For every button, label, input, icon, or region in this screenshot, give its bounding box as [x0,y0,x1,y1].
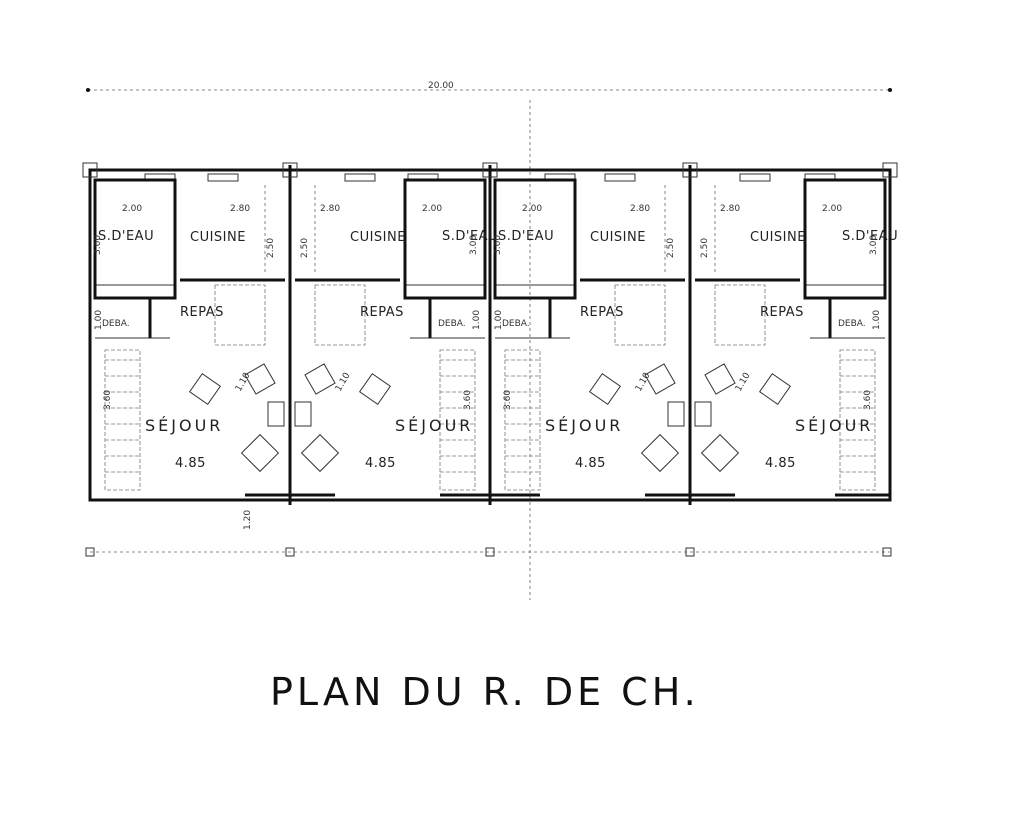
stair-dim: 3.60 [503,390,513,410]
cuisine-height: 2.50 [266,238,276,258]
sejour-label: SÉJOUR [545,416,623,435]
cuisine-width: 2.80 [720,204,740,214]
cuisine-height: 2.50 [666,238,676,258]
debarras-label: DEBA. [838,319,866,329]
debarras-dim: 1.00 [494,310,504,330]
sdeau-height: 3.00 [493,235,503,255]
cuisine-label: CUISINE [350,230,406,245]
debarras-dim: 1.00 [872,310,882,330]
stair-dim: 3.60 [863,390,873,410]
repas-label: REPAS [580,305,624,320]
sdeau-height: 3.00 [469,235,479,255]
sejour-label: SÉJOUR [395,416,473,435]
sdeau-width: 2.00 [422,204,442,214]
overall-width-label: 20.00 [428,81,454,91]
cuisine-height: 2.50 [300,238,310,258]
cuisine-width: 2.80 [320,204,340,214]
building-walls [82,162,898,505]
stair-dim: 3.60 [103,390,113,410]
repas-label: REPAS [760,305,804,320]
cuisine-width: 2.80 [230,204,250,214]
sdeau-width: 2.00 [122,204,142,214]
debarras-label: DEBA. [438,319,466,329]
sdeau-label: S.D'EAU [98,229,154,244]
cuisine-label: CUISINE [190,230,246,245]
sdeau-label: S.D'EAU [498,229,554,244]
sdeau-label: S.D'EAU [842,229,898,244]
debarras-label: DEBA. [502,319,530,329]
cuisine-height: 2.50 [700,238,710,258]
desk-dim: 1.10 [334,371,353,394]
cuisine-width: 2.80 [630,204,650,214]
repas-label: REPAS [360,305,404,320]
sejour-width: 4.85 [765,456,796,471]
plan-title: PLAN DU R. DE CH. [270,670,700,714]
overall-dimension: 20.00 [86,81,892,92]
debarras-label: DEBA. [102,319,130,329]
sejour-width: 4.85 [365,456,396,471]
sdeau-height: 3.00 [93,235,103,255]
cuisine-label: CUISINE [750,230,806,245]
stair-dim: 3.60 [463,390,473,410]
desk-dim: 1.10 [634,371,653,394]
repas-label: REPAS [180,305,224,320]
desk-dim: 1.10 [234,371,253,394]
sejour-width: 4.85 [175,456,206,471]
debarras-dim: 1.00 [94,310,104,330]
desk-dim: 1.10 [734,371,753,394]
sejour-label: SÉJOUR [145,416,223,435]
sdeau-width: 2.00 [522,204,542,214]
sdeau-height: 3.00 [869,235,879,255]
debarras-dim: 1.00 [472,310,482,330]
bottom-dimension: 1.20 [85,510,892,557]
sejour-width: 4.85 [575,456,606,471]
front-depth-label: 1.20 [243,510,253,530]
sdeau-width: 2.00 [822,204,842,214]
cuisine-label: CUISINE [590,230,646,245]
sejour-label: SÉJOUR [795,416,873,435]
sdeau-label: S.D'EAU [442,229,498,244]
